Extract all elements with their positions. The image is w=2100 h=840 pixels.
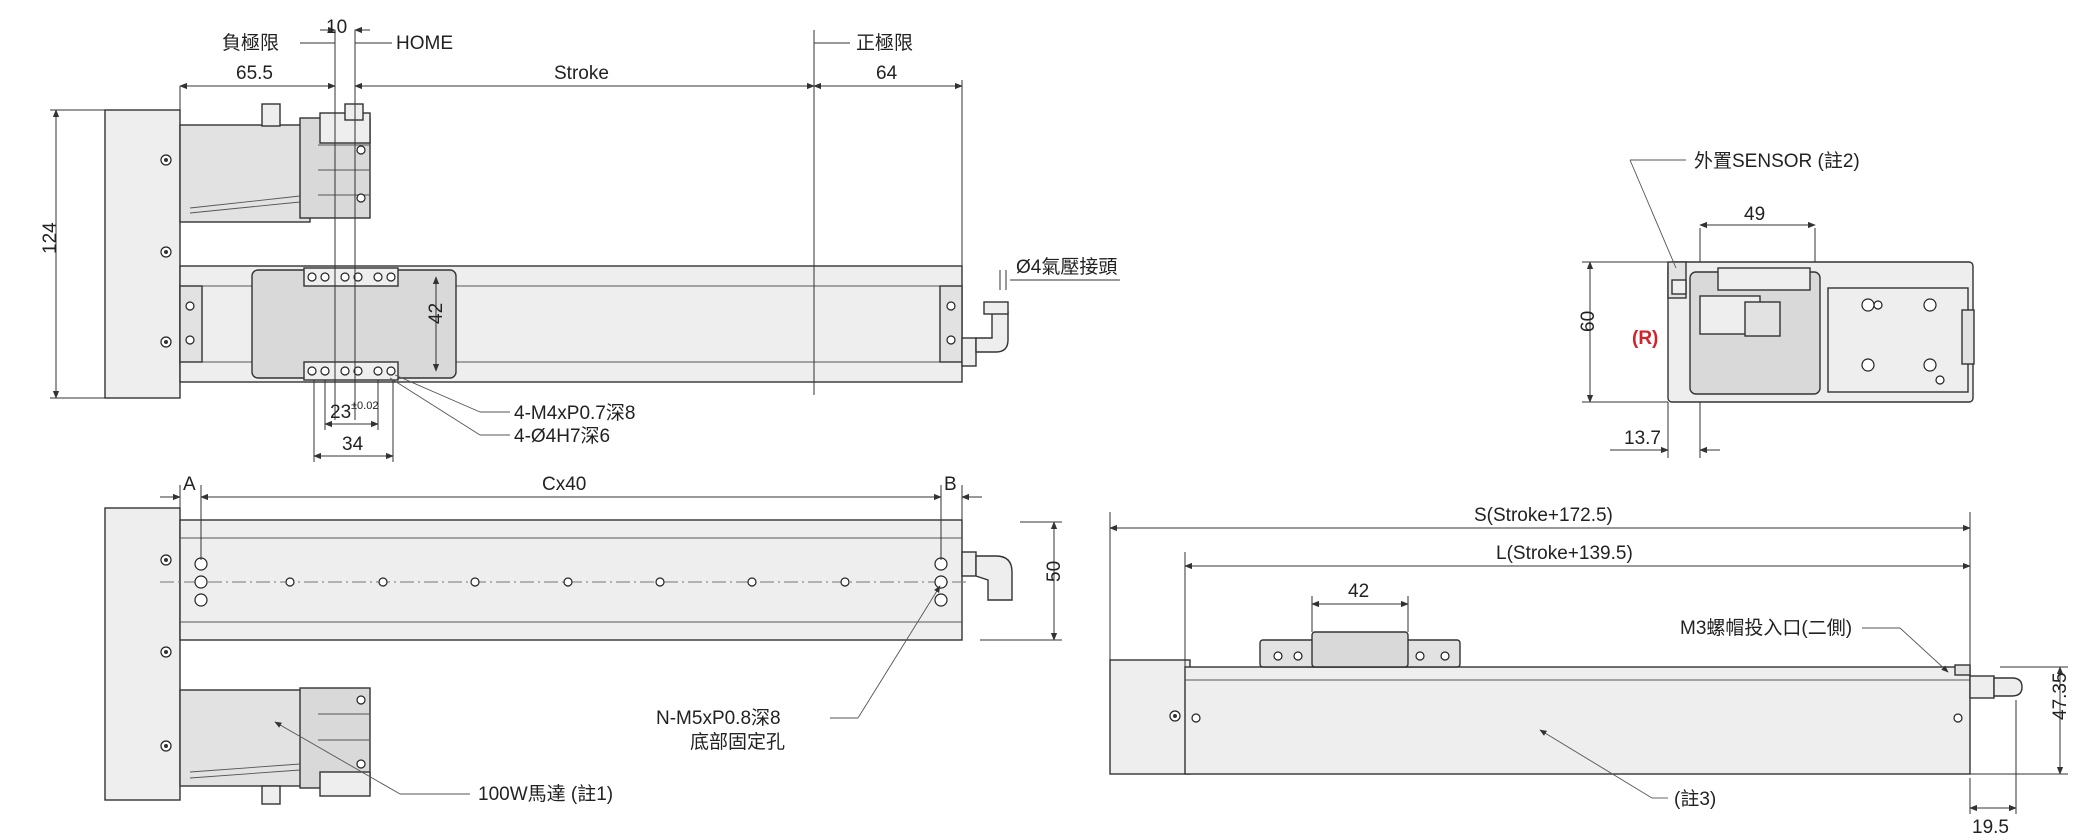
end-view — [1582, 159, 1975, 458]
stroke-label: Stroke — [554, 63, 609, 84]
air-fitting-bottom — [961, 551, 1013, 601]
l-length-label: L(Stroke+139.5) — [1496, 543, 1633, 564]
neg-limit-label: 負極限 — [222, 32, 279, 54]
bottom-hole-label-1: N-M5xP0.8深8 — [656, 707, 781, 729]
dim-B-label: B — [944, 474, 957, 495]
bottom-hole-label-2: 底部固定孔 — [690, 731, 785, 753]
air-fitting — [961, 301, 1009, 367]
s-length-label: S(Stroke+172.5) — [1474, 505, 1613, 526]
dim-50-label: 50 — [1044, 561, 1065, 582]
bottom-mount-holes — [194, 557, 948, 607]
dim-47-35-label: 47.35 — [2050, 672, 2071, 720]
dim-34-label: 34 — [342, 434, 364, 455]
dim-13-7-label: 13.7 — [1624, 428, 1661, 449]
dim-C-label: Cx40 — [542, 474, 586, 495]
carriage-holes — [307, 272, 396, 376]
dim-23-tolerance: ±0.02 — [351, 400, 378, 412]
dim-42-vertical-label: 42 — [426, 303, 447, 324]
dim-19-5-label: 19.5 — [1972, 817, 2009, 838]
note3-label: (註3) — [1674, 788, 1716, 810]
dim-49-label: 49 — [1744, 204, 1765, 225]
pos-limit-label: 正極限 — [856, 32, 913, 54]
top-view — [50, 26, 1120, 462]
r-mark-label: (R) — [1632, 328, 1658, 349]
screw-tap-label: 4-M4xP0.7深8 — [514, 402, 635, 424]
home-label: HOME — [396, 33, 453, 54]
pin-hole-label: 4-Ø4H7深6 — [514, 425, 610, 447]
motor-label: 100W馬達 (註1) — [478, 783, 613, 805]
dim-124-label: 124 — [40, 222, 61, 254]
dim-10-label: 10 — [326, 17, 347, 38]
dim-64-label: 64 — [876, 63, 898, 84]
dim-60-label: 60 — [1578, 311, 1599, 332]
bottom-view — [104, 485, 1062, 805]
dim-42-side-label: 42 — [1348, 581, 1369, 602]
motor-top — [179, 103, 371, 223]
m3-cap-label: M3螺帽投入口(二側) — [1680, 617, 1852, 639]
air-fitting-label: Ø4氣壓接頭 — [1016, 256, 1117, 278]
dim-23-label: 23 — [330, 402, 351, 423]
dim-65-5-label: 65.5 — [236, 63, 273, 84]
dim-A-label: A — [183, 474, 196, 495]
motor-bottom — [179, 687, 371, 805]
sensor-label: 外置SENSOR (註2) — [1694, 150, 1860, 172]
side-view — [1109, 512, 2068, 814]
